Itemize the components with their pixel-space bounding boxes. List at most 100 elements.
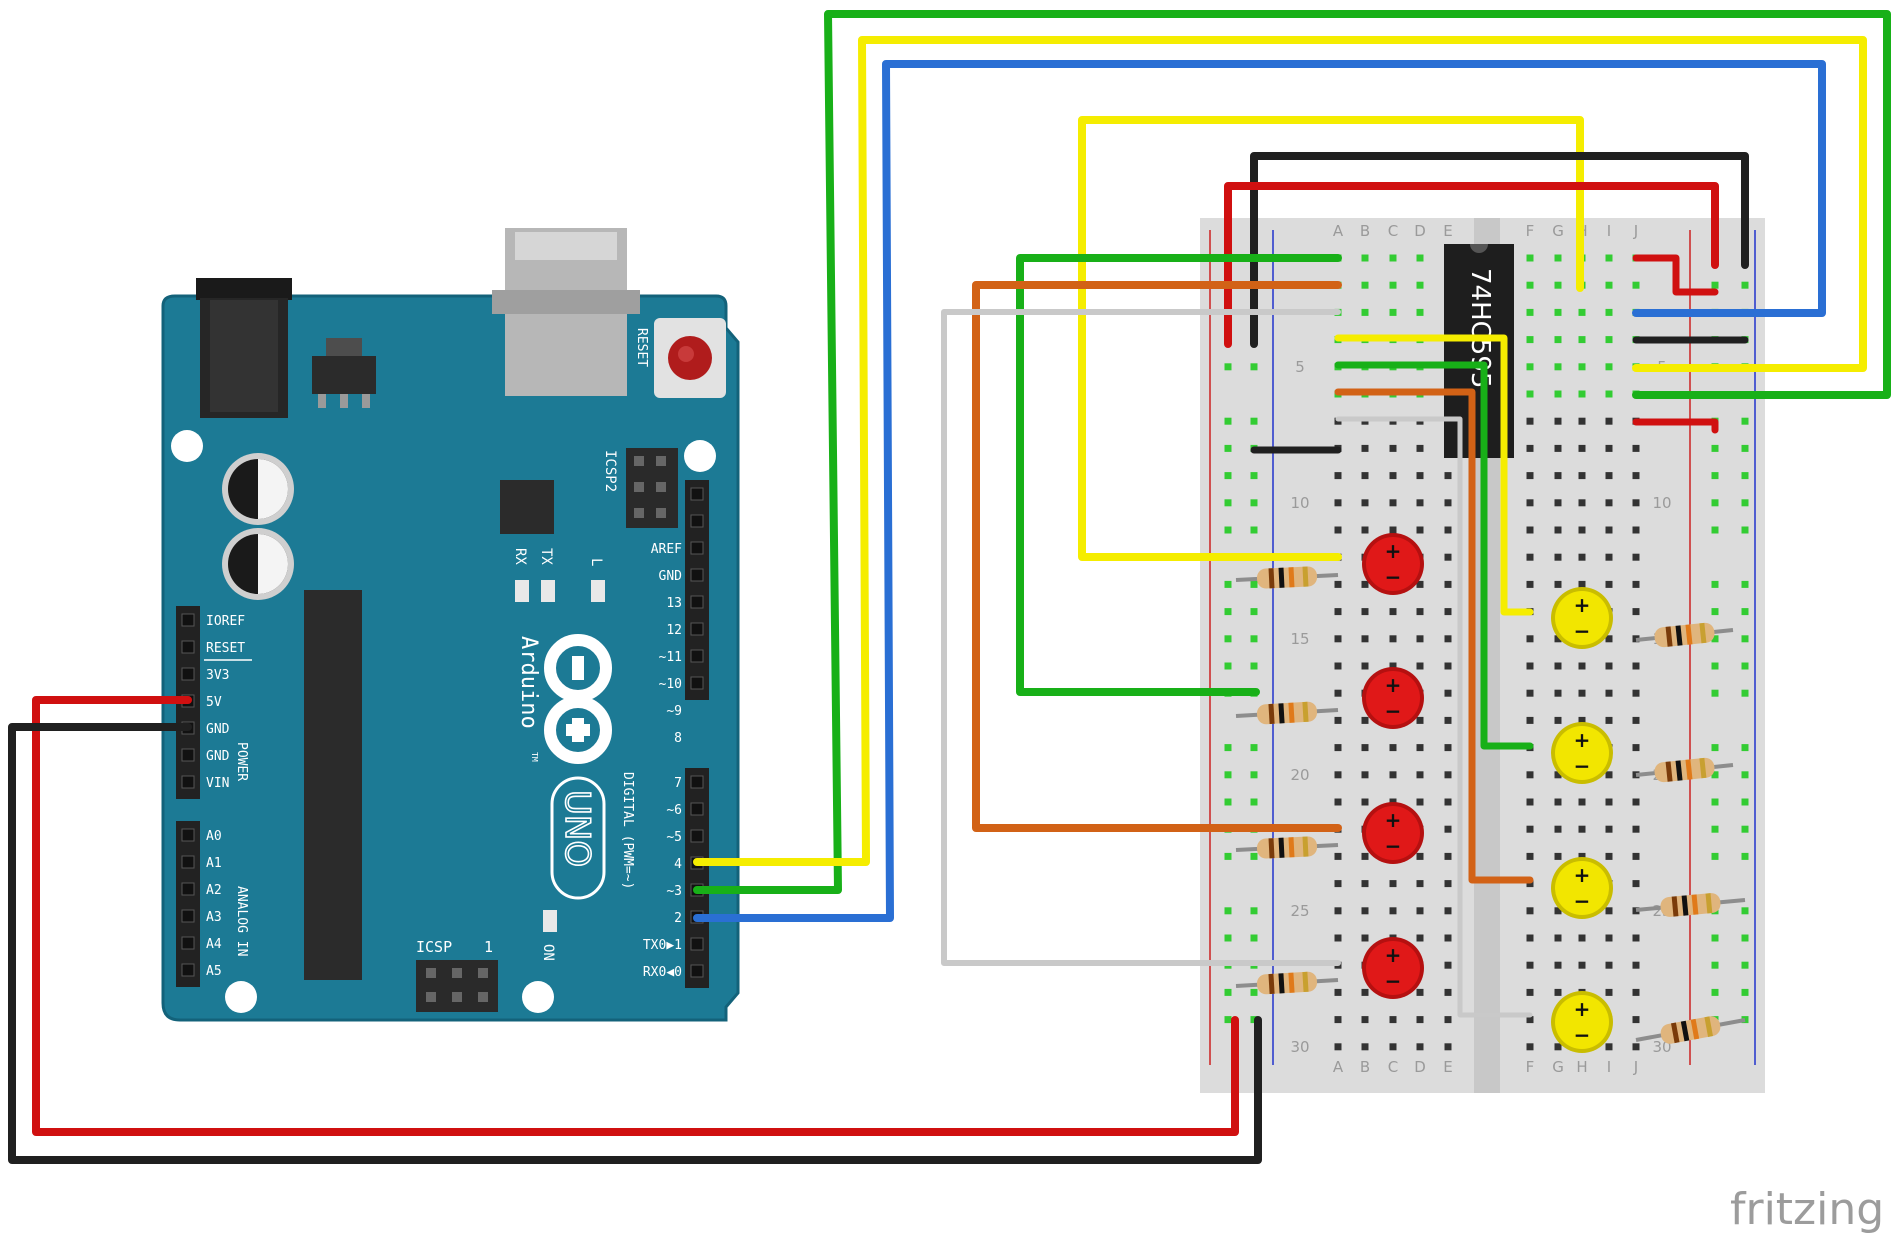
breadboard-hole[interactable] bbox=[1334, 852, 1342, 860]
breadboard-hole[interactable] bbox=[1389, 1016, 1397, 1024]
breadboard-hole[interactable] bbox=[1605, 635, 1613, 643]
breadboard-hole[interactable] bbox=[1554, 825, 1562, 833]
rail-hole[interactable] bbox=[1741, 580, 1749, 588]
rail-hole[interactable] bbox=[1224, 608, 1232, 616]
breadboard-hole[interactable] bbox=[1361, 281, 1369, 289]
breadboard-hole[interactable] bbox=[1361, 988, 1369, 996]
rail-hole[interactable] bbox=[1711, 988, 1719, 996]
breadboard-hole[interactable] bbox=[1526, 308, 1534, 316]
breadboard-hole[interactable] bbox=[1605, 580, 1613, 588]
breadboard-hole[interactable] bbox=[1632, 907, 1640, 915]
rail-hole[interactable] bbox=[1224, 988, 1232, 996]
breadboard-hole[interactable] bbox=[1334, 744, 1342, 752]
rail-hole[interactable] bbox=[1741, 444, 1749, 452]
breadboard-hole[interactable] bbox=[1416, 635, 1424, 643]
breadboard-hole[interactable] bbox=[1605, 417, 1613, 425]
breadboard-hole[interactable] bbox=[1361, 907, 1369, 915]
breadboard-hole[interactable] bbox=[1334, 988, 1342, 996]
breadboard-hole[interactable] bbox=[1389, 771, 1397, 779]
breadboard-hole[interactable] bbox=[1554, 580, 1562, 588]
breadboard-hole[interactable] bbox=[1578, 961, 1586, 969]
breadboard-hole[interactable] bbox=[1605, 281, 1613, 289]
rail-hole[interactable] bbox=[1711, 771, 1719, 779]
breadboard-hole[interactable] bbox=[1389, 254, 1397, 262]
breadboard-hole[interactable] bbox=[1554, 988, 1562, 996]
breadboard-hole[interactable] bbox=[1554, 336, 1562, 344]
breadboard-hole[interactable] bbox=[1444, 580, 1452, 588]
breadboard-hole[interactable] bbox=[1605, 336, 1613, 344]
breadboard-hole[interactable] bbox=[1632, 580, 1640, 588]
rail-hole[interactable] bbox=[1224, 444, 1232, 452]
header-pin[interactable] bbox=[690, 487, 704, 501]
breadboard-hole[interactable] bbox=[1578, 580, 1586, 588]
breadboard-hole[interactable] bbox=[1526, 254, 1534, 262]
rail-hole[interactable] bbox=[1711, 961, 1719, 969]
breadboard-hole[interactable] bbox=[1578, 798, 1586, 806]
breadboard-hole[interactable] bbox=[1389, 662, 1397, 670]
header-pin[interactable] bbox=[690, 829, 704, 843]
breadboard-hole[interactable] bbox=[1632, 961, 1640, 969]
breadboard-hole[interactable] bbox=[1334, 1016, 1342, 1024]
rail-hole[interactable] bbox=[1224, 771, 1232, 779]
breadboard-hole[interactable] bbox=[1554, 961, 1562, 969]
breadboard-hole[interactable] bbox=[1554, 444, 1562, 452]
breadboard-hole[interactable] bbox=[1554, 907, 1562, 915]
breadboard-hole[interactable] bbox=[1334, 934, 1342, 942]
breadboard-hole[interactable] bbox=[1444, 499, 1452, 507]
breadboard-hole[interactable] bbox=[1526, 553, 1534, 561]
breadboard-hole[interactable] bbox=[1605, 1043, 1613, 1051]
breadboard-hole[interactable] bbox=[1444, 1016, 1452, 1024]
breadboard-hole[interactable] bbox=[1526, 363, 1534, 371]
breadboard-hole[interactable] bbox=[1554, 499, 1562, 507]
rail-hole[interactable] bbox=[1224, 798, 1232, 806]
breadboard-hole[interactable] bbox=[1578, 852, 1586, 860]
breadboard-hole[interactable] bbox=[1444, 608, 1452, 616]
rail-hole[interactable] bbox=[1250, 608, 1258, 616]
rail-hole[interactable] bbox=[1250, 580, 1258, 588]
header-pin[interactable] bbox=[181, 882, 195, 896]
breadboard-hole[interactable] bbox=[1334, 880, 1342, 888]
breadboard-hole[interactable] bbox=[1416, 444, 1424, 452]
breadboard-hole[interactable] bbox=[1334, 635, 1342, 643]
rail-hole[interactable] bbox=[1711, 444, 1719, 452]
breadboard-hole[interactable] bbox=[1416, 281, 1424, 289]
breadboard-hole[interactable] bbox=[1632, 281, 1640, 289]
breadboard-hole[interactable] bbox=[1605, 526, 1613, 534]
breadboard-hole[interactable] bbox=[1361, 1016, 1369, 1024]
breadboard-hole[interactable] bbox=[1361, 608, 1369, 616]
rail-hole[interactable] bbox=[1224, 417, 1232, 425]
rail-hole[interactable] bbox=[1711, 472, 1719, 480]
breadboard-hole[interactable] bbox=[1578, 716, 1586, 724]
breadboard-hole[interactable] bbox=[1444, 852, 1452, 860]
rail-hole[interactable] bbox=[1250, 472, 1258, 480]
breadboard-hole[interactable] bbox=[1526, 689, 1534, 697]
breadboard-hole[interactable] bbox=[1361, 852, 1369, 860]
breadboard-hole[interactable] bbox=[1526, 390, 1534, 398]
header-pin[interactable] bbox=[181, 855, 195, 869]
breadboard-hole[interactable] bbox=[1632, 852, 1640, 860]
breadboard-hole[interactable] bbox=[1578, 553, 1586, 561]
rail-hole[interactable] bbox=[1741, 907, 1749, 915]
rail-hole[interactable] bbox=[1741, 417, 1749, 425]
breadboard-hole[interactable] bbox=[1605, 798, 1613, 806]
breadboard-hole[interactable] bbox=[1554, 281, 1562, 289]
breadboard-hole[interactable] bbox=[1444, 961, 1452, 969]
rail-hole[interactable] bbox=[1741, 961, 1749, 969]
breadboard-hole[interactable] bbox=[1416, 662, 1424, 670]
breadboard-hole[interactable] bbox=[1578, 825, 1586, 833]
breadboard-hole[interactable] bbox=[1632, 662, 1640, 670]
breadboard-hole[interactable] bbox=[1444, 662, 1452, 670]
breadboard-hole[interactable] bbox=[1526, 934, 1534, 942]
breadboard-hole[interactable] bbox=[1334, 608, 1342, 616]
rail-hole[interactable] bbox=[1250, 1016, 1258, 1024]
rail-hole[interactable] bbox=[1224, 526, 1232, 534]
breadboard-hole[interactable] bbox=[1389, 907, 1397, 915]
breadboard-hole[interactable] bbox=[1416, 852, 1424, 860]
rail-hole[interactable] bbox=[1224, 363, 1232, 371]
rail-hole[interactable] bbox=[1711, 852, 1719, 860]
breadboard-hole[interactable] bbox=[1444, 771, 1452, 779]
breadboard-hole[interactable] bbox=[1526, 852, 1534, 860]
breadboard-hole[interactable] bbox=[1554, 716, 1562, 724]
breadboard-hole[interactable] bbox=[1526, 716, 1534, 724]
breadboard-hole[interactable] bbox=[1632, 825, 1640, 833]
